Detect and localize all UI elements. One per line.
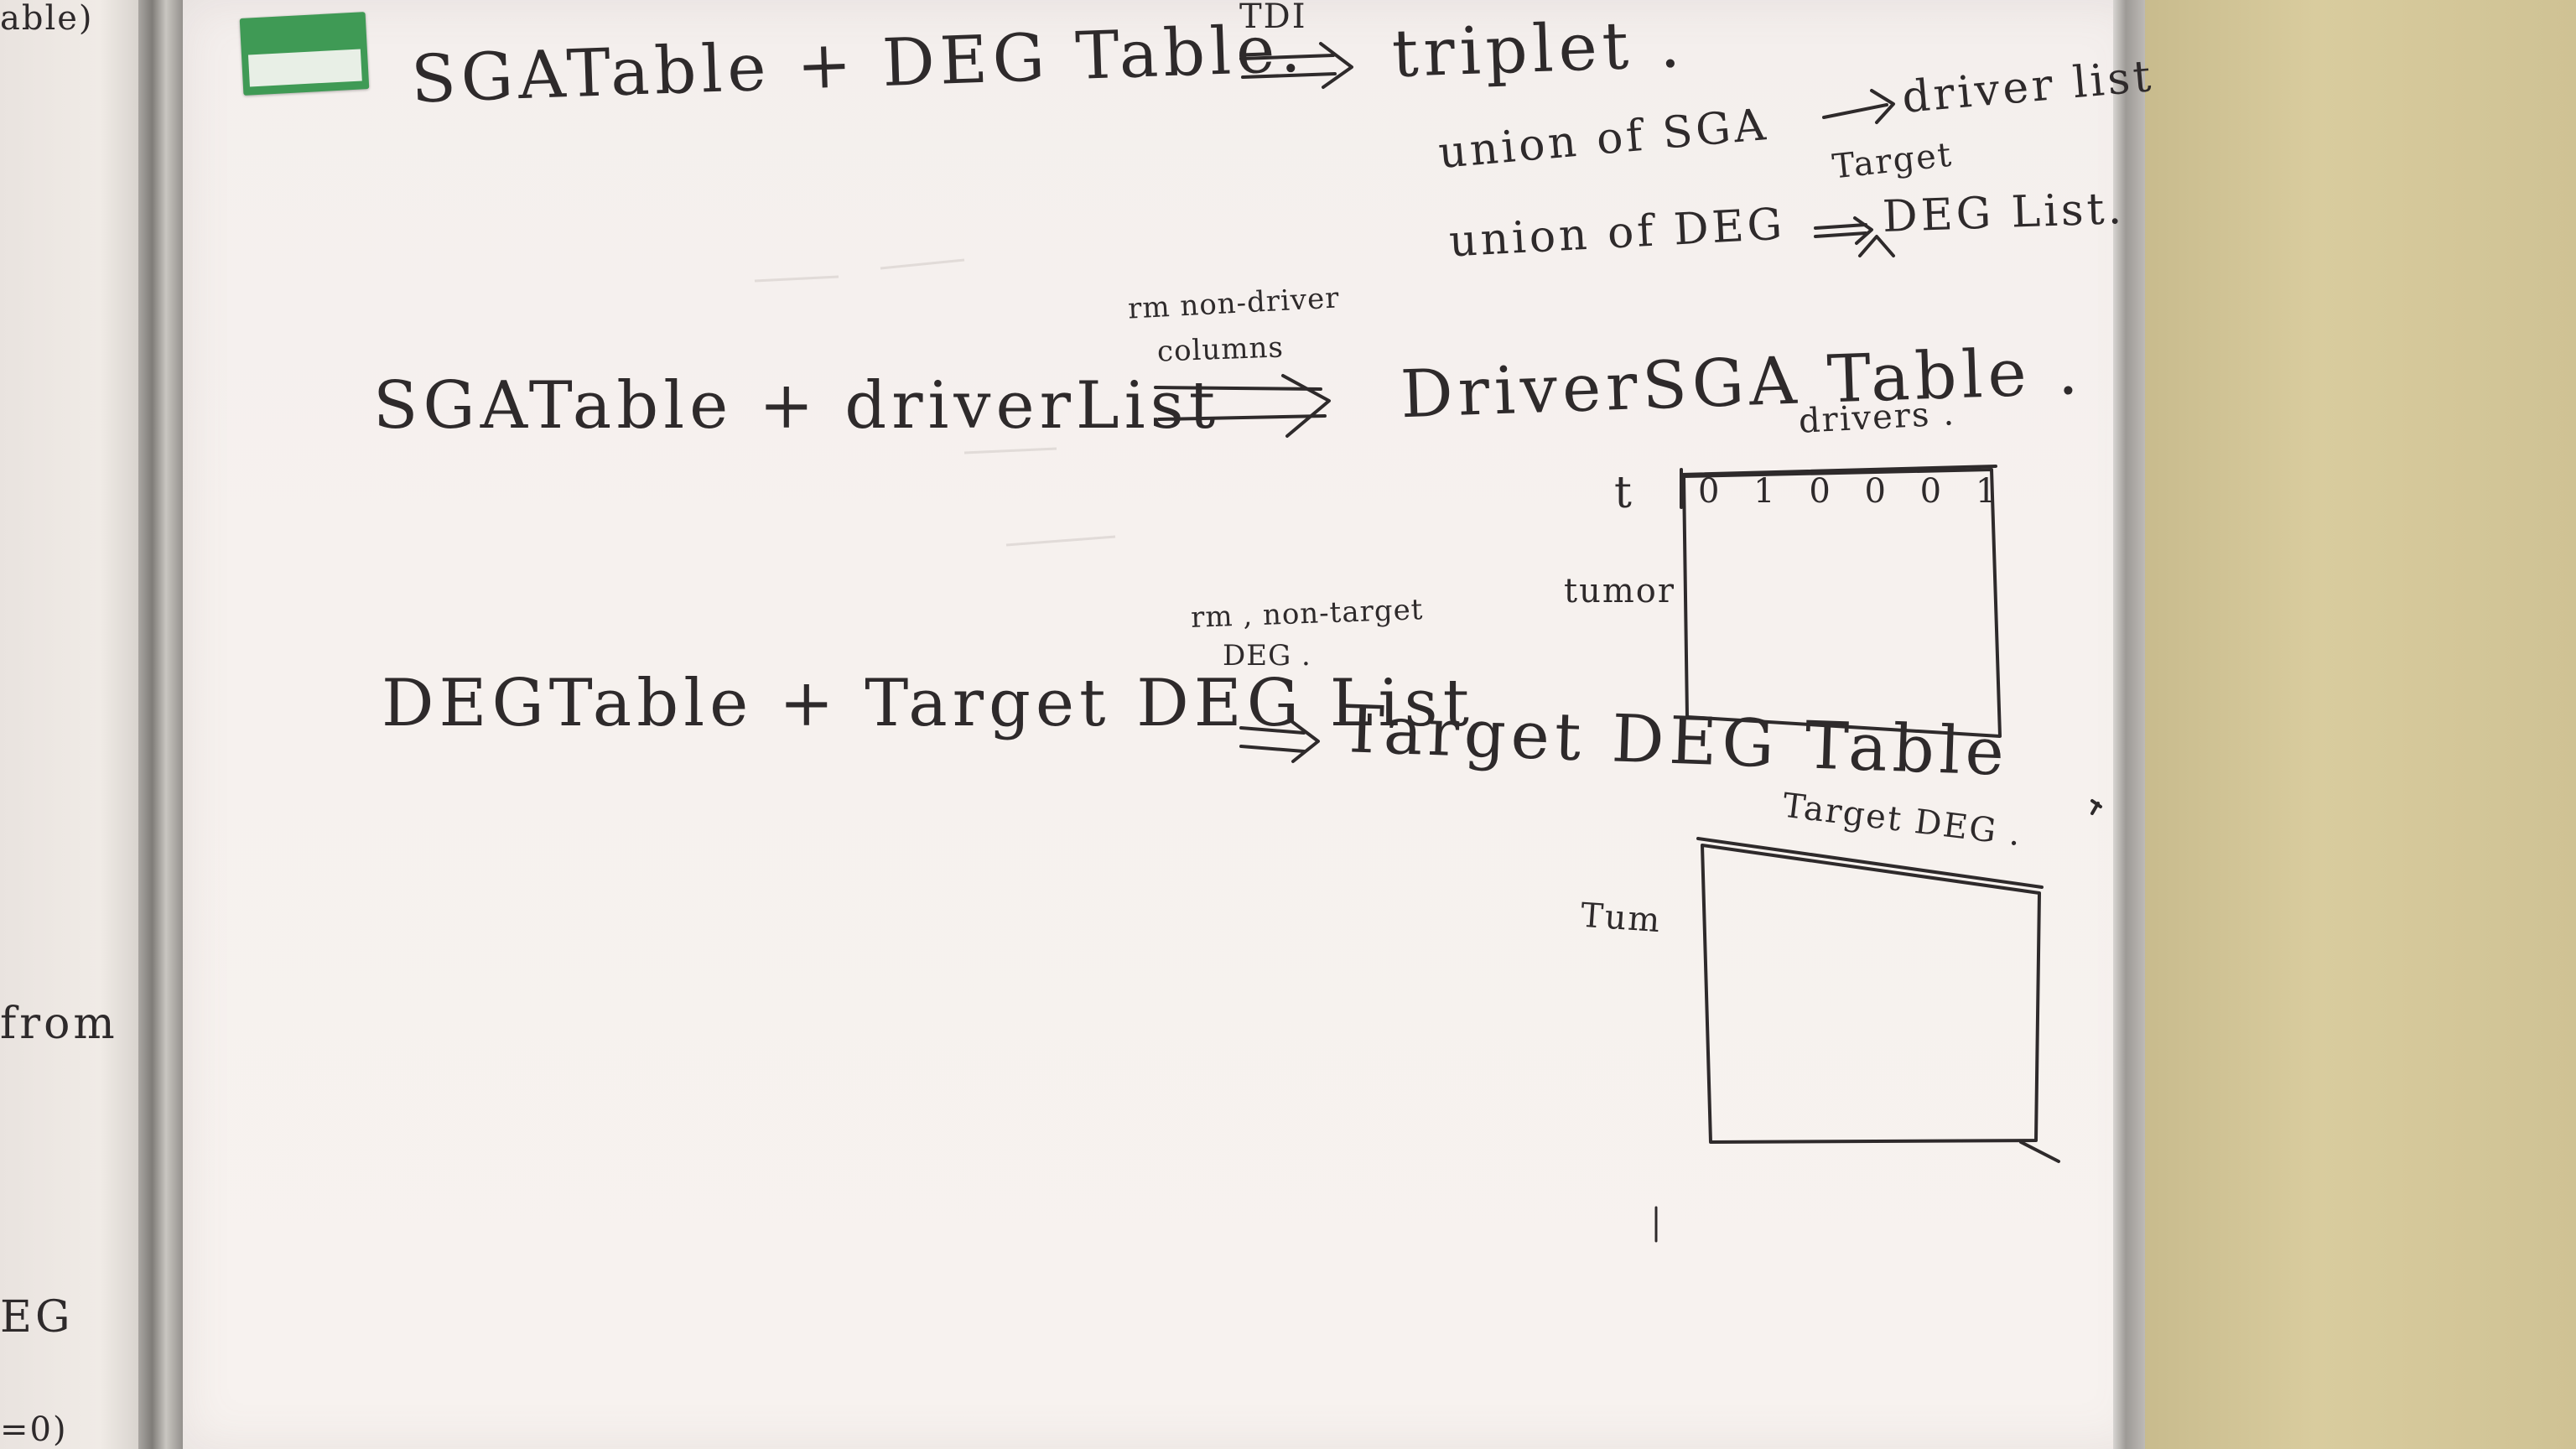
left-board-mid-text: from <box>0 999 118 1049</box>
left-board-bottom-paren: =0) <box>0 1410 68 1449</box>
table1-box <box>1682 468 2002 738</box>
row3-arrow-head <box>1290 719 1320 763</box>
row3-note-2: DEG . <box>1223 639 1311 673</box>
row1-arrow-label: TDI <box>1239 0 1307 36</box>
table2-corner-stroke <box>2019 1140 2060 1163</box>
union2-caret <box>1858 235 1895 257</box>
row2-arrow-head <box>1281 374 1331 438</box>
row1-arrow-head <box>1319 42 1353 89</box>
wall-background <box>2142 0 2576 1449</box>
erased-ghost-strokes <box>754 258 1116 547</box>
row3-arrow-bottom-line <box>1239 745 1306 753</box>
row2-arrow-bottom-line <box>1157 414 1327 421</box>
whiteboard-frame-right <box>2113 0 2145 1449</box>
table1-values: 0 1 0 0 0 1 <box>1698 472 2009 511</box>
table2-box <box>1701 844 2041 1144</box>
whiteboard-frame-left <box>138 0 184 1449</box>
table2-header-line <box>1696 837 2044 889</box>
left-board-top-text: able) <box>0 0 94 38</box>
row2-arrow-top-line <box>1154 386 1322 391</box>
union2-arrow-lines <box>1814 223 1867 238</box>
union2-arrow-head <box>1853 216 1873 245</box>
row1-arrow-top-line <box>1239 54 1335 60</box>
union1-arrow-head <box>1870 89 1895 124</box>
table1-header-line <box>1680 465 1997 476</box>
row3-arrow-top-line <box>1239 726 1306 735</box>
table1-row-header: tumor <box>1564 572 1675 610</box>
edge-mark <box>2090 799 2102 815</box>
union1-arrow-line <box>1822 103 1888 119</box>
row1-arrow-bottom-line <box>1241 72 1337 79</box>
left-board-bottom-text: EG <box>0 1292 74 1343</box>
row3-lhs: DEGTable + Target DEG List <box>382 666 1474 741</box>
row2-lhs: SGATable + driverList <box>373 368 1221 444</box>
table1-row-header-top: t <box>1614 468 1635 518</box>
left-whiteboard: able) from EG =0) <box>0 0 143 1449</box>
